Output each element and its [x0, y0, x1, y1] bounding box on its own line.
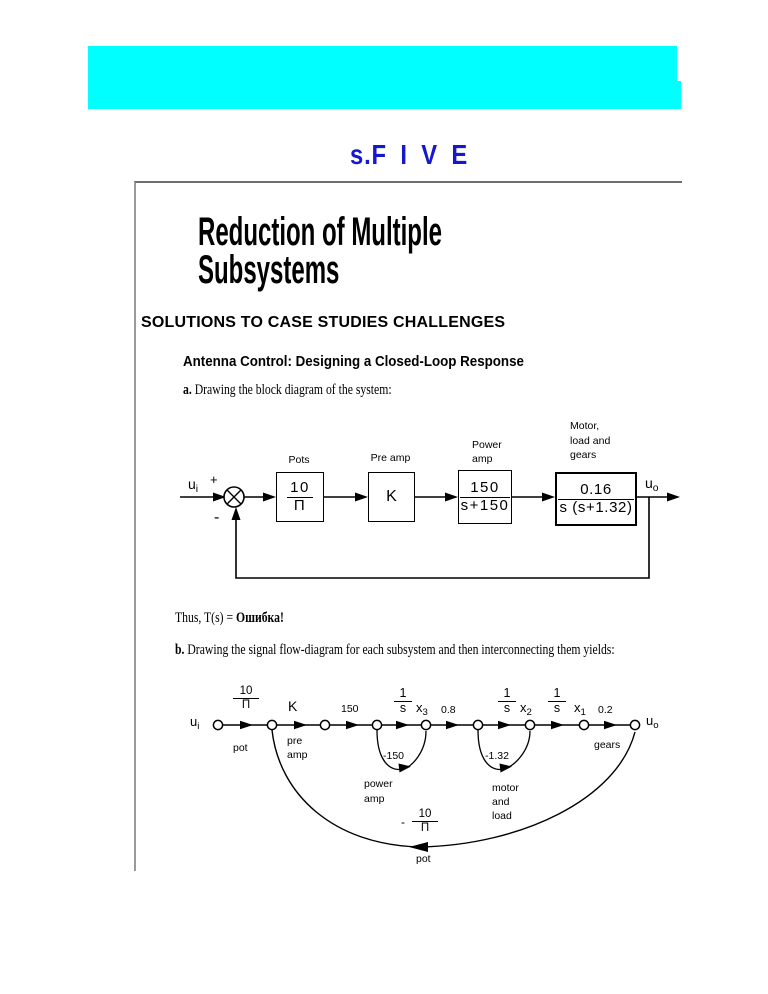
bd-plus-sign: + — [210, 472, 218, 487]
output-arrowhead-icon — [667, 492, 680, 502]
sfg-node-x2 — [524, 719, 536, 731]
section-heading: SOLUTIONS TO CASE STUDIES CHALLENGES — [141, 314, 506, 331]
sfg-arrowhead-icon — [551, 720, 564, 730]
part-b-text: b. Drawing the signal flow-diagram for e… — [175, 642, 615, 659]
sfg-arrowhead-icon — [294, 720, 307, 730]
arrowhead-icon — [263, 492, 276, 502]
arrowhead-icon — [445, 492, 458, 502]
arrowhead-icon — [355, 492, 368, 502]
sfg-loop-motor-gain: -1.32 — [485, 750, 509, 762]
pots-denominator: Π — [293, 496, 307, 514]
sfg-loop-power-gain: -150 — [383, 750, 405, 762]
sfg-gain-02: 0.2 — [598, 704, 613, 716]
sfg-x2-label: x2 — [520, 700, 532, 718]
input-arrowhead-icon — [213, 492, 226, 502]
preamp-block: K — [368, 472, 415, 522]
preamp-caption: Pre amp — [370, 452, 411, 464]
signal-flow-graph-svg — [212, 719, 641, 852]
thus-error-text: Ошибка! — [235, 610, 284, 626]
motor-numerator: 0.16 — [558, 481, 634, 500]
loop-motor-arrowhead-icon — [499, 763, 512, 773]
thus-line: Thus, T(s) = Ошибка! — [175, 610, 284, 627]
sfg-output-label: uo — [646, 713, 659, 731]
part-a-body: Drawing the block diagram of the system: — [191, 382, 392, 398]
page-title-line1: Reduction of Multiple — [198, 210, 442, 254]
bd-input-label: ui — [188, 476, 199, 495]
sfg-gain-08: 0.8 — [441, 704, 456, 716]
thus-prefix: Thus, T(s) = — [175, 610, 236, 626]
sfg-gears-label: gears — [594, 739, 621, 751]
subsection-heading: Antenna Control: Designing a Closed-Loop… — [183, 354, 524, 370]
sfg-pot-label: pot — [233, 742, 248, 754]
sfg-arrowhead-icon — [240, 720, 253, 730]
preamp-gain: K — [386, 488, 397, 505]
block-diagram-svg — [180, 486, 680, 579]
sfg-node — [472, 719, 484, 731]
arrowhead-icon — [542, 492, 555, 502]
content-box — [134, 181, 682, 871]
sfg-x3-label: x3 — [416, 700, 428, 718]
part-a-label: a. — [183, 382, 192, 398]
loop-power-arrowhead-icon — [398, 763, 411, 773]
part-b-body: Drawing the signal flow-diagram for each… — [184, 642, 615, 658]
sfg-node — [319, 719, 331, 731]
bd-minus-sign: - — [214, 509, 220, 526]
page-title-line2: Subsystems — [198, 248, 340, 292]
sfg-gain-150: 150 — [341, 703, 359, 715]
motor-denominator: s (s+1.32) — [559, 498, 633, 516]
sfg-arrowhead-icon — [396, 720, 409, 730]
sfg-node — [266, 719, 278, 731]
sfg-node — [371, 719, 383, 731]
poweramp-denominator: s+150 — [460, 496, 510, 514]
sfg-node-x3 — [420, 719, 432, 731]
sfg-pot-bottom-label: pot — [416, 853, 431, 865]
part-a-text: a. Drawing the block diagram of the syst… — [183, 382, 392, 399]
summing-cross-line — [226, 489, 242, 505]
sfg-arrowhead-icon — [346, 720, 359, 730]
loop-motor-arc — [477, 729, 502, 771]
sfg-preamp-gain: K — [288, 698, 298, 714]
poweramp-numerator: 150 — [459, 479, 511, 498]
pots-caption: Pots — [288, 454, 310, 466]
chapter-banner-notch — [677, 81, 681, 109]
chapter-banner — [88, 46, 677, 109]
pots-numerator: 10 — [287, 479, 313, 498]
sfg-node-uo — [629, 719, 641, 731]
feedback-arc — [419, 731, 636, 848]
sfg-input-label: ui — [190, 714, 200, 732]
bd-output-label: uo — [645, 475, 659, 494]
sfg-arrowhead-icon — [446, 720, 459, 730]
loop-power-arc — [376, 729, 401, 771]
sfg-arrowhead-icon — [604, 720, 617, 730]
sfg-node-x1 — [578, 719, 590, 731]
sfg-feedback-minus: - — [401, 815, 405, 829]
feedback-line — [235, 497, 650, 579]
feedback-arrowhead-icon — [231, 507, 241, 520]
feedback-arc — [271, 729, 421, 848]
sfg-x1-label: x1 — [574, 700, 586, 718]
chapter-title: s.F I V E — [350, 139, 469, 170]
sfg-arrowhead-icon — [498, 720, 511, 730]
part-b-label: b. — [175, 642, 185, 658]
sfg-node-ui — [212, 719, 224, 731]
feedback-arrowhead-icon — [409, 842, 428, 852]
